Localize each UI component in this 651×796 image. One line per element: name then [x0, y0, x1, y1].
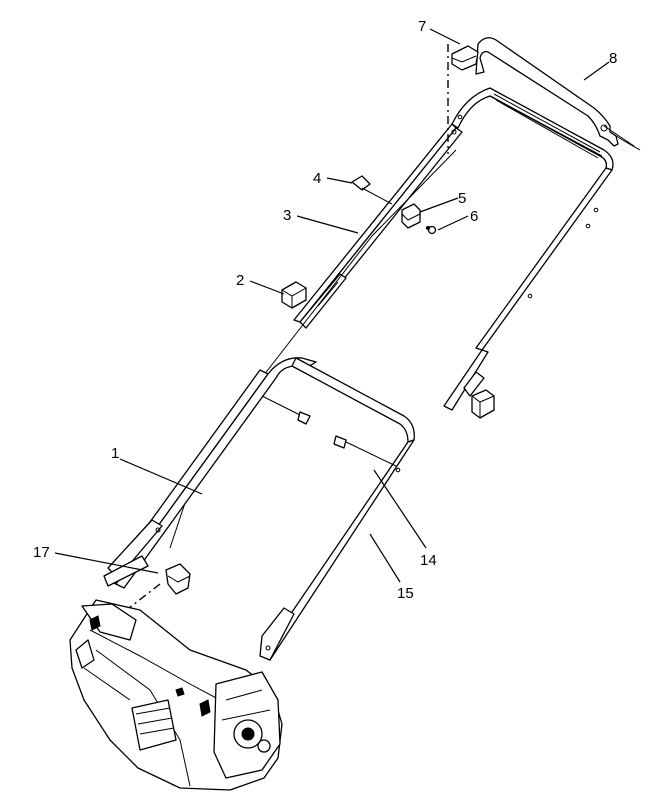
upper-handle: [293, 87, 614, 411]
control-bar-clip: [447, 44, 479, 154]
callout-7: 7: [418, 18, 426, 35]
callout-5: 5: [458, 190, 466, 207]
handle-knob-left: [281, 281, 307, 309]
callout-4: 4: [313, 170, 321, 187]
callout-3: 3: [283, 207, 291, 224]
callout-15: 15: [397, 585, 414, 602]
callout-1: 1: [111, 445, 119, 462]
callout-6: 6: [470, 208, 478, 225]
leader-lines: [54, 28, 610, 583]
lower-handle: [107, 357, 415, 661]
handle-knob-right: [471, 389, 495, 419]
control-bar: [475, 37, 641, 151]
eye-bolt: [351, 175, 393, 205]
callout-2: 2: [236, 272, 244, 289]
cable-bracket: [103, 555, 191, 613]
cable-clip-and-nut: [401, 203, 437, 235]
callout-14: 14: [420, 552, 437, 569]
callout-labels: 1 2 3 4 5 6 7 8 14 15 17: [33, 18, 617, 602]
callout-17: 17: [33, 544, 50, 561]
mower-housing: [69, 599, 283, 791]
callout-8: 8: [609, 50, 617, 67]
